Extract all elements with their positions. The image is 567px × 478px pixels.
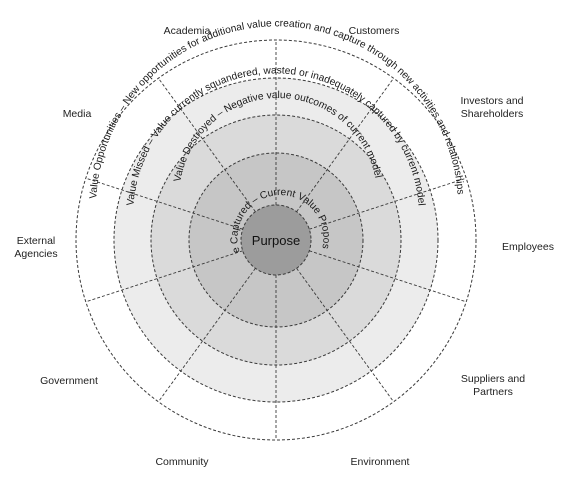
sector-divider (158, 268, 256, 403)
purpose-label: Purpose (252, 233, 300, 248)
stakeholder-customers: Customers (349, 25, 400, 37)
sector-divider (296, 268, 394, 403)
stakeholder-government: Government (40, 375, 98, 387)
stakeholder-dividers (85, 40, 467, 440)
purpose-circle (240, 204, 312, 276)
sector-divider (85, 177, 243, 230)
stakeholder-academia: Academia (164, 25, 211, 37)
stakeholder-environment: Environment (351, 456, 410, 468)
stakeholder-employees: Employees (502, 241, 554, 253)
stakeholder-community: Community (155, 456, 209, 468)
stakeholder-media: Media (63, 108, 92, 120)
sector-divider (309, 250, 467, 303)
sector-divider (85, 250, 243, 303)
sector-divider (309, 177, 467, 230)
sector-divider (296, 77, 394, 212)
sector-divider (158, 77, 256, 212)
